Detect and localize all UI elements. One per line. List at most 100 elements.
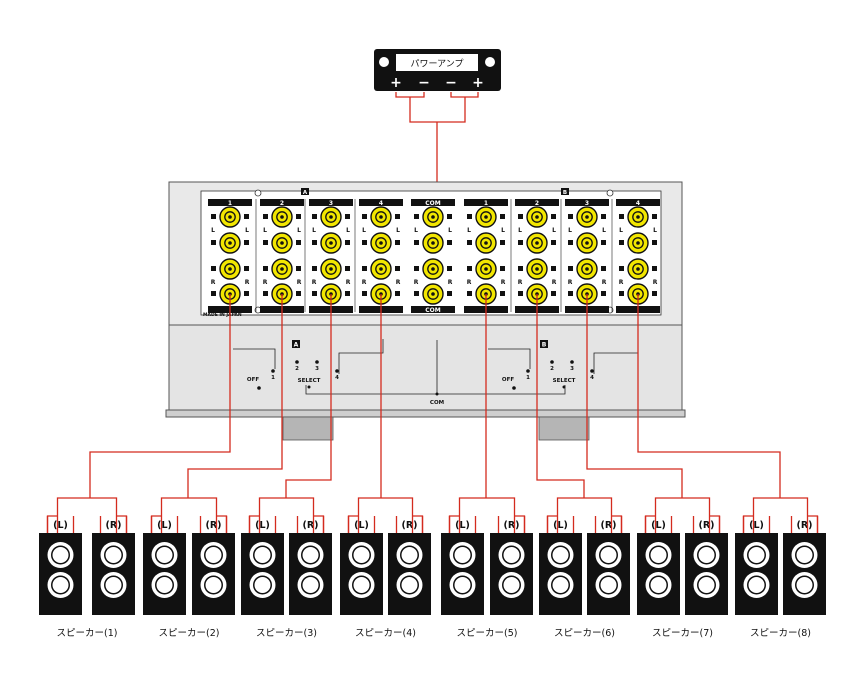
column-header-bar <box>616 199 660 206</box>
binding-post-center <box>329 215 333 219</box>
binding-post-ring <box>224 237 236 249</box>
amp-screw-left <box>379 57 389 67</box>
binding-post-center <box>431 292 435 296</box>
polarity-marker <box>312 291 317 296</box>
left-label: L <box>312 227 316 234</box>
polarity-marker <box>467 266 472 271</box>
unit-front-panel <box>168 324 683 412</box>
binding-post-ring <box>632 237 644 249</box>
binding-post-center <box>329 241 333 245</box>
com-junction <box>435 392 439 396</box>
polarity-marker <box>551 240 556 245</box>
speaker-woofer-inner <box>105 577 122 593</box>
left-channel-label: (L) <box>354 520 369 531</box>
polarity-marker <box>263 240 268 245</box>
left-label: L <box>263 227 267 234</box>
binding-post-ring <box>375 237 387 249</box>
speaker-terminal-leads <box>546 516 623 533</box>
speaker-woofer-inner <box>503 577 520 593</box>
polarity-marker <box>362 266 367 271</box>
column-header-bar <box>309 199 353 206</box>
polarity-marker <box>244 214 249 219</box>
speaker-wire <box>536 294 585 498</box>
right-channel-label: (R) <box>797 520 813 531</box>
bank-a-label: A <box>303 190 308 196</box>
select-label: SELECT <box>298 378 321 384</box>
right-label: R <box>346 279 351 286</box>
position-dot <box>512 386 516 390</box>
polarity-marker <box>601 240 606 245</box>
speaker-label: スピーカー(7) <box>652 628 713 639</box>
column-header-bar <box>208 199 252 206</box>
position-label: 2 <box>295 366 299 372</box>
speaker-row: (L)(R)スピーカー(1)(L)(R)スピーカー(2)(L)(R)スピーカー(… <box>39 520 826 639</box>
binding-post-center <box>431 241 435 245</box>
panel-screw <box>254 189 262 197</box>
left-label: L <box>346 227 350 234</box>
position-dot <box>315 360 319 364</box>
column-header: 4 <box>636 200 640 207</box>
position-dot <box>257 386 261 390</box>
speaker-tweeter-inner <box>552 547 569 563</box>
binding-post-ring <box>325 263 337 275</box>
speaker-woofer-inner <box>698 577 715 593</box>
speaker-terminal-leads <box>644 516 721 533</box>
right-label: R <box>448 279 453 286</box>
polarity-marker <box>568 266 573 271</box>
polarity-marker <box>518 291 523 296</box>
polarity-marker <box>467 214 472 219</box>
binding-post-center <box>280 267 284 271</box>
column-header-bar <box>260 199 304 206</box>
binding-post-ring <box>531 237 543 249</box>
left-label: L <box>211 227 215 234</box>
select-label: SELECT <box>553 378 576 384</box>
polarity-marker <box>447 266 452 271</box>
position-label: 1 <box>271 375 275 381</box>
speaker-tweeter-inner <box>796 547 813 563</box>
speaker-tweeter-inner <box>503 547 520 563</box>
binding-post-center <box>280 241 284 245</box>
speaker-tweeter-inner <box>401 547 418 563</box>
speaker-terminal-leads <box>347 516 424 533</box>
binding-post-ring <box>427 263 439 275</box>
bank-a-badge <box>301 188 309 195</box>
polarity-marker <box>568 240 573 245</box>
bank-badge <box>292 340 300 348</box>
speaker-woofer-inner <box>748 577 765 593</box>
speaker-woofer-inner <box>401 577 418 593</box>
polarity-marker <box>601 291 606 296</box>
polarity-marker <box>652 291 657 296</box>
speaker-pair: (L)(R)スピーカー(5) <box>441 520 533 639</box>
speaker-woofer-inner <box>454 577 471 593</box>
polarity-marker <box>500 240 505 245</box>
column-header-bar <box>515 199 559 206</box>
column-header: 3 <box>585 200 589 207</box>
speaker-terminal-leads <box>742 516 819 533</box>
polarity-marker <box>500 291 505 296</box>
binding-post-ring <box>276 263 288 275</box>
position-label: 3 <box>315 366 319 372</box>
polarity-marker <box>244 240 249 245</box>
amp-screw-right <box>485 57 495 67</box>
speaker-woofer-inner <box>156 577 173 593</box>
binding-post-center <box>636 215 640 219</box>
polarity-marker <box>601 266 606 271</box>
speaker-wires-front <box>46 294 819 533</box>
speaker-woofer-inner <box>650 577 667 593</box>
right-label: R <box>245 279 250 286</box>
polarity-marker <box>244 291 249 296</box>
column-header: 1 <box>228 200 232 207</box>
bank-badge-label: B <box>542 342 547 349</box>
speaker-woofer-inner <box>52 577 69 593</box>
polarity-marker <box>619 214 624 219</box>
polarity-marker <box>345 291 350 296</box>
speaker-pair: (L)(R)スピーカー(3) <box>241 520 332 639</box>
left-label: L <box>602 227 606 234</box>
speaker-tweeter-inner <box>156 547 173 563</box>
made-in-label: MADE IN JAPAN <box>203 312 242 318</box>
binding-post-center <box>280 215 284 219</box>
